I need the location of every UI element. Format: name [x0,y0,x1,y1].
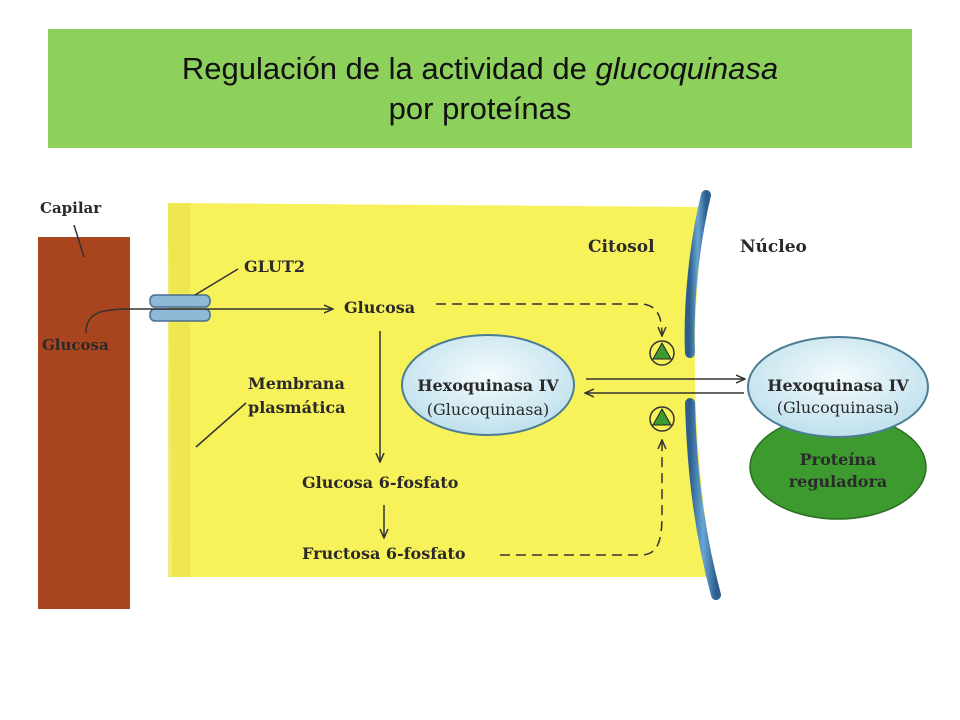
hexoquinasa-nucleus [747,336,929,438]
title-italic: glucoquinasa [595,50,779,86]
nuclear-membrane-upper [684,190,711,358]
activation-triangle-lower [649,406,675,432]
capillary-pointer [73,224,85,258]
label-nucleo: Núcleo [740,237,807,257]
label-glucoquinasa-nucleus: (Glucoquinasa) [777,398,900,417]
label-capilar: Capilar [40,199,102,217]
label-proteina: Proteína [800,450,877,469]
label-glucosa-capilar: Glucosa [42,336,109,354]
glucose-regulation-dashed [436,303,662,335]
title-line1: Regulación de la actividad de glucoquina… [182,49,778,89]
label-reguladora: reguladora [789,472,888,491]
hexoquinasa-cytosol [401,334,575,436]
label-glut2: GLUT2 [244,257,305,276]
label-hexoquinasa-cytosol: Hexoquinasa IV [417,376,559,395]
glucose-transport-arrow [85,309,332,334]
f6p-regulation-dashed [500,441,662,556]
title-prefix: Regulación de la actividad de [181,50,596,86]
label-citosol: Citosol [588,237,655,257]
label-membrana: Membrana [248,374,345,393]
diagram-svg: Capilar Glucosa GLUT2 Glucosa Membrana p… [38,190,929,609]
diagram: Capilar Glucosa GLUT2 Glucosa Membrana p… [0,185,960,625]
label-plasmatica: plasmática [248,398,346,417]
nuclear-membrane-lower [685,398,721,600]
capillary [38,237,130,609]
label-glucosa-6-fosfato: Glucosa 6-fosfato [302,473,459,492]
plasma-membrane-strip [168,203,190,577]
activation-triangle-upper [649,340,675,366]
title-banner: Regulación de la actividad de glucoquina… [48,29,912,148]
label-fructosa-6-fosfato: Fructosa 6-fosfato [302,544,466,563]
label-glucosa: Glucosa [344,298,415,317]
membrana-pointer [195,402,247,448]
label-glucoquinasa-cytosol: (Glucoquinasa) [427,400,550,419]
glut2-pointer [194,268,239,296]
title-line2: por proteínas [388,90,572,126]
label-hexoquinasa-nucleus: Hexoquinasa IV [767,376,909,395]
